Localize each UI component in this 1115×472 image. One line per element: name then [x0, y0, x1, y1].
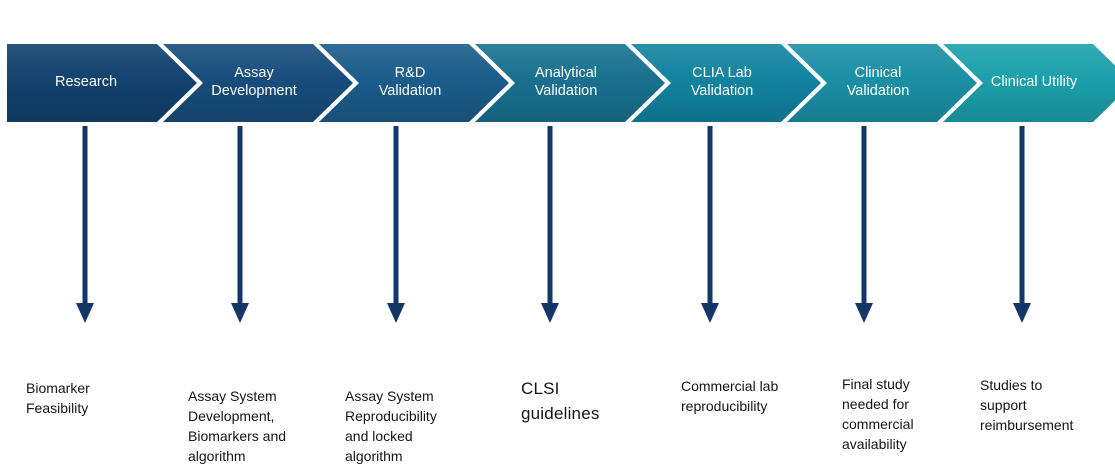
stage-chevron-clia-lab-validation: CLIA Lab Validation	[631, 44, 821, 122]
stage-chevron-analytical-validation: Analytical Validation	[475, 44, 665, 122]
down-arrow-icon	[701, 126, 719, 323]
arrow-shaft	[82, 126, 88, 306]
stage-label: Clinical Utility	[990, 74, 1078, 91]
arrow-head	[541, 303, 559, 323]
down-arrow-icon	[855, 126, 873, 323]
stage-note-commercial-lab: Commercial lab reproducibility	[681, 378, 779, 414]
arrow-shaft	[707, 126, 713, 306]
down-arrow-icon	[76, 126, 94, 323]
stage-note-final-study: Final study needed for commercial availa…	[842, 376, 914, 452]
arrow-head	[231, 303, 249, 323]
arrow-shaft	[393, 126, 399, 306]
stage-note-assay-system-reproducibility: Assay System Reproducibility and locked …	[345, 388, 437, 464]
stage-label: Analytical Validation	[534, 65, 598, 99]
arrow-head	[76, 303, 94, 323]
arrow-head	[1013, 303, 1031, 323]
stage-label: Research	[54, 74, 118, 91]
stage-note-reimbursement: Studies to support reimbursement	[980, 377, 1074, 433]
arrow-head	[387, 303, 405, 323]
stage-chevron-assay-development: Assay Development	[163, 44, 353, 122]
down-arrow-icon	[231, 126, 249, 323]
stage-note-biomarker-feasibility: Biomarker Feasibility	[26, 380, 90, 416]
stage-chevron-row: Research Assay Development R&D Validatio…	[7, 44, 1115, 122]
stage-label: CLIA Lab Validation	[690, 65, 754, 99]
arrow-shaft	[1019, 126, 1025, 306]
stage-note-assay-system-development: Assay System Development, Biomarkers and…	[188, 388, 287, 464]
down-arrow-icon	[387, 126, 405, 323]
arrow-shaft	[547, 126, 553, 306]
stage-note-clsi-guidelines: CLSI guidelines	[521, 379, 600, 423]
down-arrow-icon	[541, 126, 559, 323]
stage-label: Clinical Validation	[846, 65, 910, 99]
arrow-head	[701, 303, 719, 323]
arrow-shaft	[861, 126, 867, 306]
arrow-head	[855, 303, 873, 323]
stage-label: R&D Validation	[378, 65, 442, 99]
stage-chevron-research: Research	[7, 44, 197, 122]
stage-label: Assay Development	[211, 65, 297, 99]
down-arrow-icon	[1013, 126, 1031, 323]
arrow-shaft	[237, 126, 243, 306]
